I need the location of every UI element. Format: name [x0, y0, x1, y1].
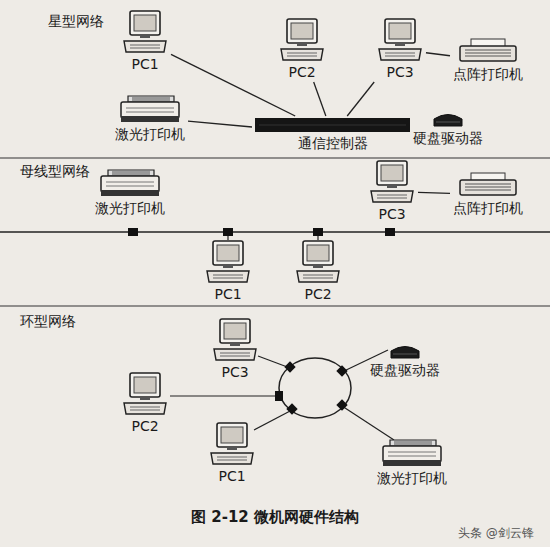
computer-node: PC2 [277, 18, 327, 81]
device-label: 硬盘驱动器 [413, 129, 483, 147]
network-link [314, 82, 326, 116]
laser-icon [380, 436, 444, 468]
disk-icon [430, 110, 466, 128]
pc-icon [122, 10, 168, 54]
computer-node: PC1 [207, 422, 257, 485]
pc-icon [212, 318, 258, 362]
ctrl-icon [255, 117, 410, 133]
ring-tap [284, 361, 295, 372]
bus-tap [223, 228, 233, 236]
disk-icon [387, 342, 423, 360]
bus-tap [313, 228, 323, 236]
laser-printer-node: 激光打印机 [375, 436, 449, 487]
computer-node: PC1 [120, 10, 170, 73]
ring-link [170, 395, 279, 396]
device-label: 点阵打印机 [453, 65, 523, 83]
device-label: PC3 [378, 205, 405, 223]
bus-stub [317, 236, 318, 240]
device-label: PC1 [218, 467, 245, 485]
computer-node: PC2 [120, 372, 170, 435]
device-label: PC3 [221, 363, 248, 381]
bus-stub [227, 236, 228, 240]
controller-node: 通信控制器 [253, 117, 412, 152]
ring-tap [286, 403, 297, 414]
device-label: PC1 [214, 285, 241, 303]
bus-tap [385, 228, 395, 236]
computer-node: PC2 [293, 240, 343, 303]
device-label: PC2 [131, 417, 158, 435]
bus-line [0, 231, 550, 233]
pc-icon [279, 18, 325, 62]
network-link [426, 53, 450, 56]
section-rule [0, 157, 550, 158]
pc-icon [295, 240, 341, 284]
device-label: PC3 [386, 63, 413, 81]
section-rule [0, 305, 550, 306]
dot-icon [457, 38, 519, 64]
pc-icon [205, 240, 251, 284]
network-link [418, 192, 450, 193]
dot-matrix-printer-node: 点阵打印机 [451, 172, 525, 217]
section-title: 母线型网络 [20, 162, 90, 180]
ring-tap [336, 365, 347, 376]
pc-icon [377, 18, 423, 62]
ring-tap [336, 399, 347, 410]
laser-icon [118, 92, 182, 124]
device-label: PC2 [288, 63, 315, 81]
computer-node: PC1 [203, 240, 253, 303]
pc-icon [369, 160, 415, 204]
disk-drive-node: 硬盘驱动器 [368, 342, 442, 379]
disk-drive-node: 硬盘驱动器 [411, 110, 485, 147]
ring-link [342, 406, 394, 440]
figure-caption: 图 2-12 微机网硬件结构 [191, 508, 359, 527]
ring-line [279, 358, 351, 418]
network-link [171, 54, 295, 116]
ring-tap [275, 391, 283, 401]
network-link [188, 121, 252, 127]
laser-icon [98, 166, 162, 198]
computer-node: PC3 [375, 18, 425, 81]
computer-node: PC3 [367, 160, 417, 223]
watermark: 头条 @剑云锋 [458, 524, 534, 542]
device-label: PC1 [131, 55, 158, 73]
section-title: 环型网络 [20, 312, 76, 330]
device-label: 通信控制器 [298, 134, 368, 152]
device-label: 激光打印机 [115, 125, 185, 143]
network-link [347, 82, 374, 116]
pc-icon [209, 422, 255, 466]
pc-icon [122, 372, 168, 416]
dot-matrix-printer-node: 点阵打印机 [451, 38, 525, 83]
device-label: 激光打印机 [377, 469, 447, 487]
device-label: 点阵打印机 [453, 199, 523, 217]
dot-icon [457, 172, 519, 198]
device-label: 硬盘驱动器 [370, 361, 440, 379]
laser-printer-node: 激光打印机 [113, 92, 187, 143]
bus-tap [128, 228, 138, 236]
computer-node: PC3 [210, 318, 260, 381]
device-label: 激光打印机 [95, 199, 165, 217]
ring-link [254, 410, 292, 430]
device-label: PC2 [304, 285, 331, 303]
laser-printer-node: 激光打印机 [93, 166, 167, 217]
section-title: 星型网络 [48, 12, 104, 30]
